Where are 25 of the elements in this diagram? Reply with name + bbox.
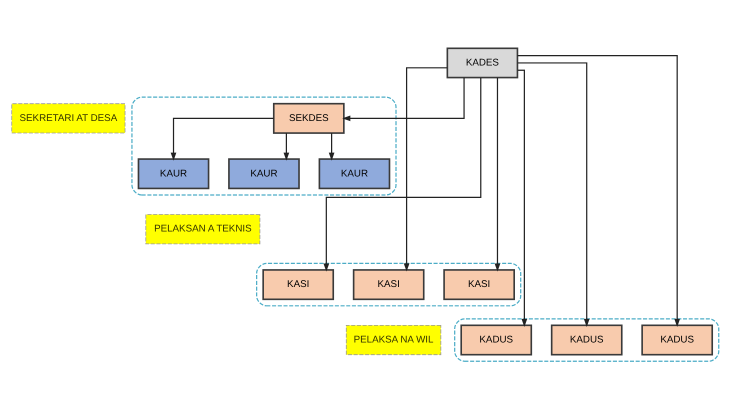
node-box: KAUR bbox=[228, 158, 300, 190]
arrow bbox=[328, 133, 334, 161]
node-box: KASI bbox=[352, 269, 425, 300]
node-box: SEKDES bbox=[272, 102, 345, 134]
arrow bbox=[518, 70, 528, 327]
node-box: KAUR bbox=[138, 158, 210, 190]
node-box: KADES bbox=[446, 47, 518, 78]
node-box: KASI bbox=[262, 269, 334, 300]
node-box: KADUS bbox=[641, 324, 714, 356]
arrow bbox=[284, 133, 290, 161]
arrow bbox=[494, 78, 500, 272]
node-box: KADUS bbox=[460, 324, 532, 356]
node-box: PELAKSA NA WIL bbox=[346, 324, 442, 356]
node-box: KAUR bbox=[318, 158, 390, 190]
arrow bbox=[342, 78, 465, 122]
arrow bbox=[323, 78, 482, 272]
node-box: KASI bbox=[443, 269, 515, 300]
arrow bbox=[518, 62, 590, 327]
arrow bbox=[170, 118, 274, 161]
node-box: SEKRETARI AT DESA bbox=[11, 103, 126, 134]
cluster bbox=[131, 96, 397, 196]
node-box: PELAKSAN A TEKNIS bbox=[145, 214, 260, 244]
node-box: KADUS bbox=[550, 324, 623, 356]
arrow bbox=[517, 54, 680, 327]
arrow bbox=[404, 67, 448, 272]
